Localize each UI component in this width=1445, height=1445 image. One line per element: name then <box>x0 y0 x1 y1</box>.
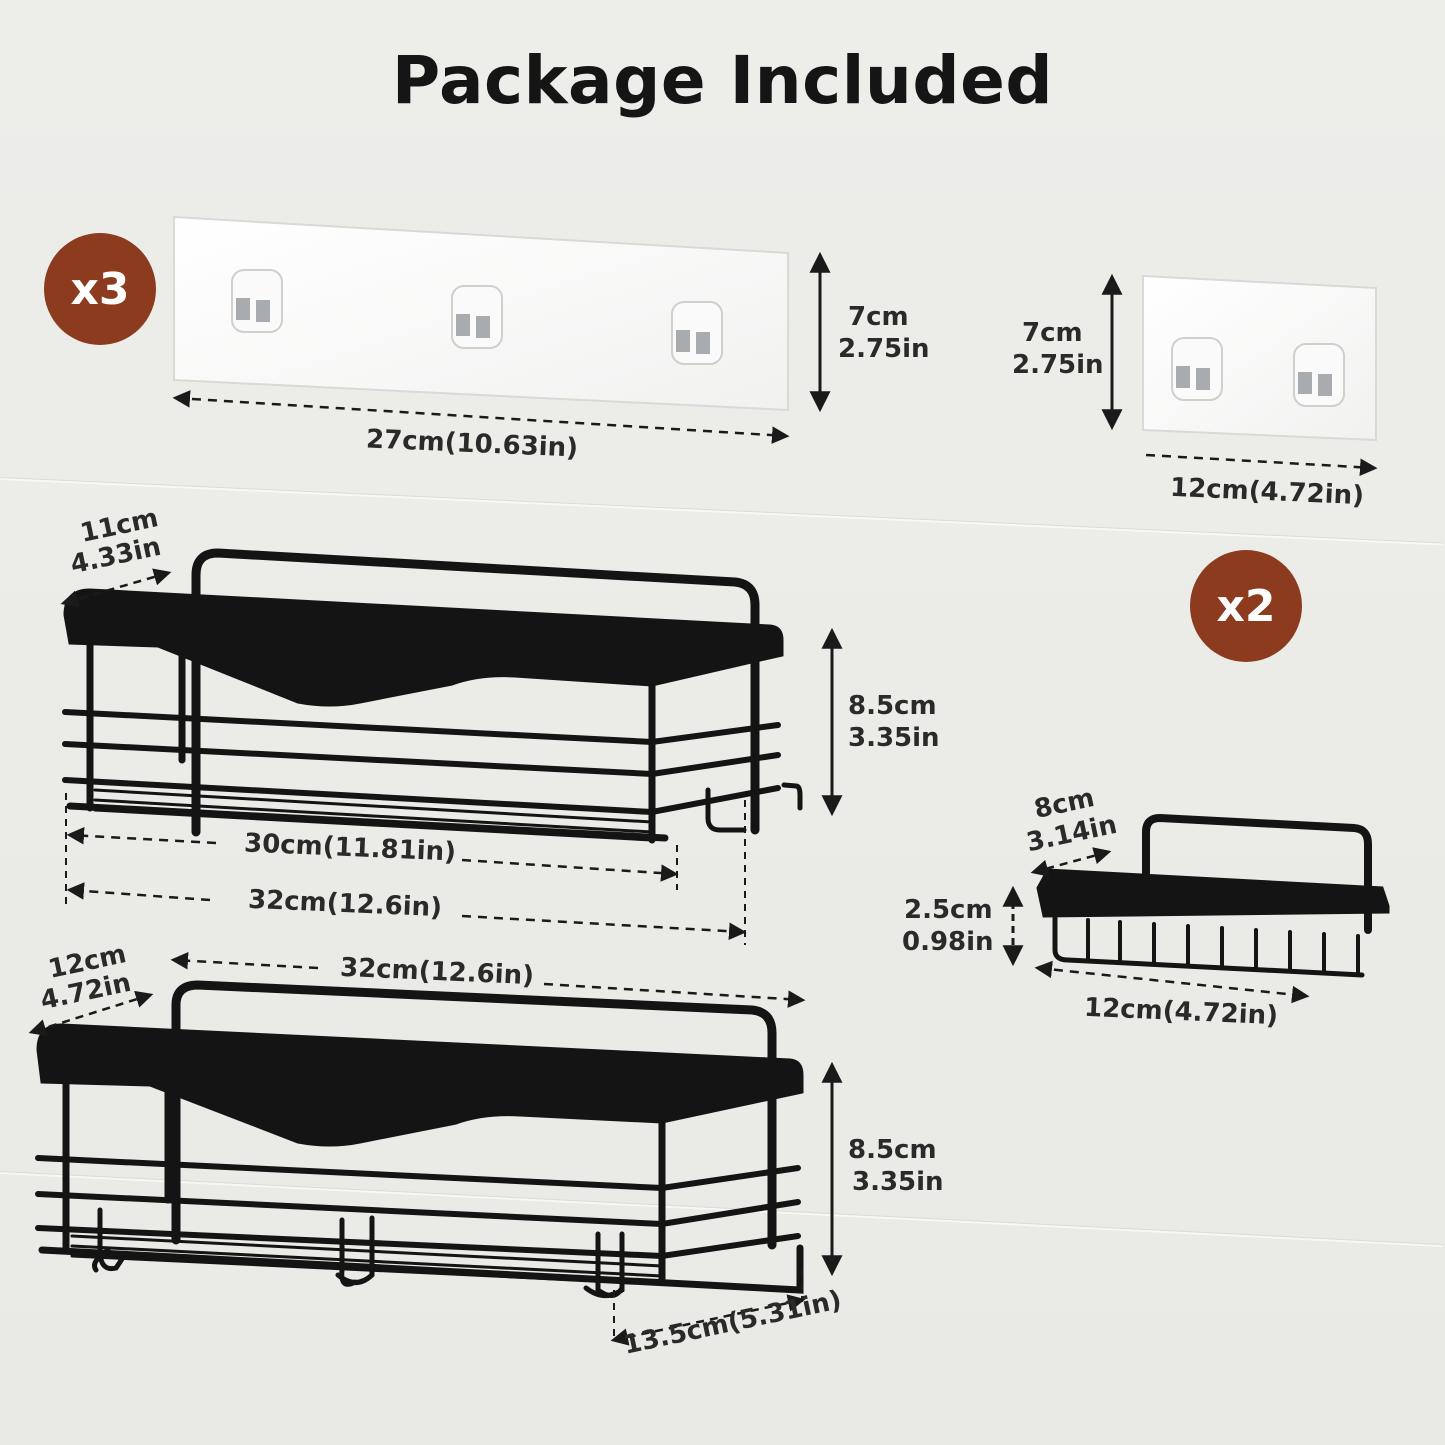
adhesive-strip-large <box>173 215 789 412</box>
dim-label: 7cm <box>848 302 909 332</box>
dim-label: 2.5cm <box>904 895 993 925</box>
quantity-badge-strips: x3 <box>44 233 156 345</box>
hook-icon <box>1293 343 1345 407</box>
page-title: Package Included <box>391 42 1054 119</box>
dim-label: 8.5cm <box>848 1135 937 1165</box>
quantity-badge-soap-dish: x2 <box>1190 550 1302 662</box>
dim-label: 0.98in <box>902 927 994 957</box>
dim-label: 8.5cm <box>848 691 937 721</box>
hook-icon <box>231 269 283 333</box>
shower-shelf-large <box>35 980 804 1298</box>
dim-label: 2.75in <box>838 334 930 364</box>
dim-label: 3.35in <box>848 723 940 753</box>
adhesive-strip-small <box>1142 274 1377 442</box>
dim-label: 7cm <box>1022 318 1083 348</box>
shower-shelf-small <box>62 548 803 844</box>
hook-icon <box>451 285 503 349</box>
dim-label: 3.35in <box>852 1167 944 1197</box>
dim-label: 2.75in <box>1012 350 1104 380</box>
hook-icon <box>671 301 723 365</box>
hook-icon <box>1171 337 1223 401</box>
